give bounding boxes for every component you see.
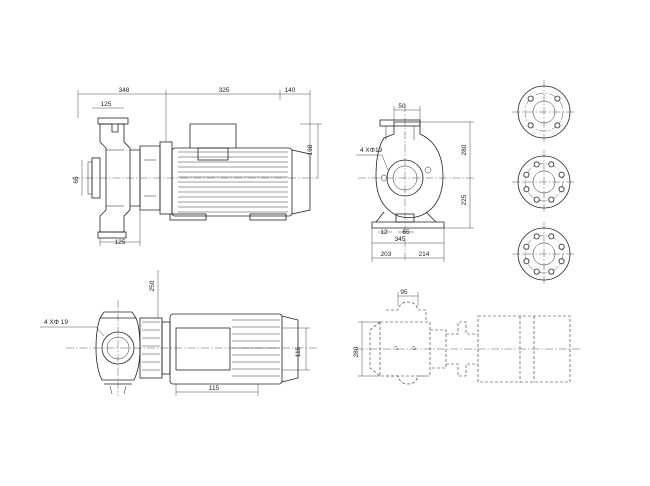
dim-203: 203 — [381, 251, 392, 258]
dim-95: 95 — [400, 289, 408, 296]
flange-bolt-hole — [558, 258, 565, 265]
dim-345: 345 — [395, 236, 406, 243]
front-view: 348 325 140 125 125 168 65 — [72, 87, 322, 246]
dim-65: 65 — [73, 176, 80, 184]
flange-bolt-hole — [548, 196, 555, 203]
dim-214: 214 — [419, 251, 430, 258]
dim-65-side: 65 — [402, 229, 410, 236]
dim-250: 250 — [149, 280, 156, 291]
dim-50: 50 — [398, 103, 406, 110]
dim-168: 168 — [307, 144, 314, 155]
side-view: 50 280 225 4 XΦ19 12 65 345 203 214 — [356, 103, 476, 262]
top-view: 4 XΦ 19 250 115 115 — [40, 270, 318, 396]
flange-bolt-hole — [548, 161, 555, 168]
dashed-view: 95 280 — [353, 289, 580, 385]
flange-bolt-hole — [523, 186, 530, 193]
side-bolt-callout: 4 XΦ19 — [360, 147, 383, 154]
flange-bolt-hole — [533, 161, 540, 168]
flange-bolt-hole — [523, 243, 530, 250]
flange-bolt-hole — [523, 258, 530, 265]
dim-125-top: 125 — [101, 101, 112, 108]
flange-bolt-hole — [548, 268, 555, 275]
dim-125-bottom: 125 — [115, 239, 126, 246]
dim-115-vertical: 115 — [295, 346, 302, 357]
dim-12: 12 — [380, 229, 388, 236]
flange-bolt-hole — [527, 95, 534, 102]
flange-bolt-hole — [533, 196, 540, 203]
dim-280-dashed: 280 — [353, 346, 360, 357]
dim-115-horizontal: 115 — [209, 385, 220, 392]
flange-bolt-hole — [548, 233, 555, 240]
flange-bolt-hole — [558, 243, 565, 250]
flange-bolt-hole — [558, 171, 565, 178]
flange-bolt-hole — [533, 233, 540, 240]
dim-280-side: 280 — [461, 144, 468, 155]
flange-bolt-hole — [554, 122, 561, 129]
dim-325: 325 — [219, 87, 230, 94]
flange-bolt-hole — [533, 268, 540, 275]
dim-140: 140 — [285, 87, 296, 94]
flange-views — [512, 80, 576, 286]
flange-bolt-hole — [554, 95, 561, 102]
flange-bolt-hole — [523, 171, 530, 178]
dim-225: 225 — [461, 194, 468, 205]
flange-bolt-hole — [527, 122, 534, 129]
flange-bolt-hole — [558, 186, 565, 193]
top-bolt-callout: 4 XΦ 19 — [44, 319, 68, 326]
dim-348: 348 — [119, 87, 130, 94]
